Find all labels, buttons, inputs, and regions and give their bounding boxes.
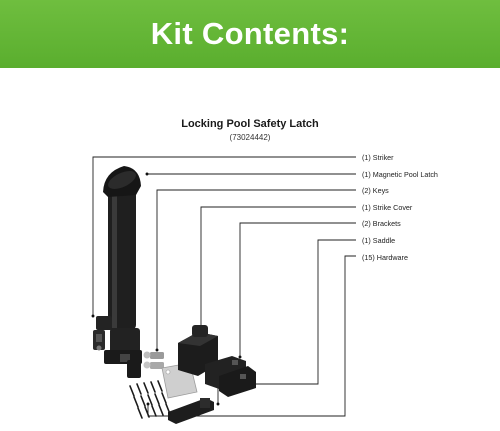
leader-lines [91,156,356,417]
product-code: (73024442) [229,133,271,142]
saddle-part [168,398,214,424]
product-title: Locking Pool Safety Latch [181,118,319,130]
callout-striker: (1) Striker [362,153,394,162]
hardware-part [129,380,171,419]
keys-part [143,351,164,369]
kit-contents-banner: Kit Contents: [0,0,500,68]
brackets-part [205,356,256,397]
leader-striker [91,156,356,318]
callout-saddle: (1) Saddle [362,236,396,245]
striker-part [93,316,112,351]
magnetic-pool-latch-part [103,166,142,378]
leader-hardware [146,255,356,417]
callout-brackets: (2) Brackets [362,219,401,228]
leader-strike-cover [199,206,356,332]
banner-title: Kit Contents: [150,16,350,51]
leader-keys [155,189,356,352]
leader-saddle [216,239,356,406]
callout-keys: (2) Keys [362,186,389,195]
leader-brackets [238,222,356,359]
callout-strike-cover: (1) Strike Cover [362,203,413,212]
callout-hardware: (15) Hardware [362,253,408,262]
callout-magnetic-pool-latch: (1) Magnetic Pool Latch [362,170,438,179]
